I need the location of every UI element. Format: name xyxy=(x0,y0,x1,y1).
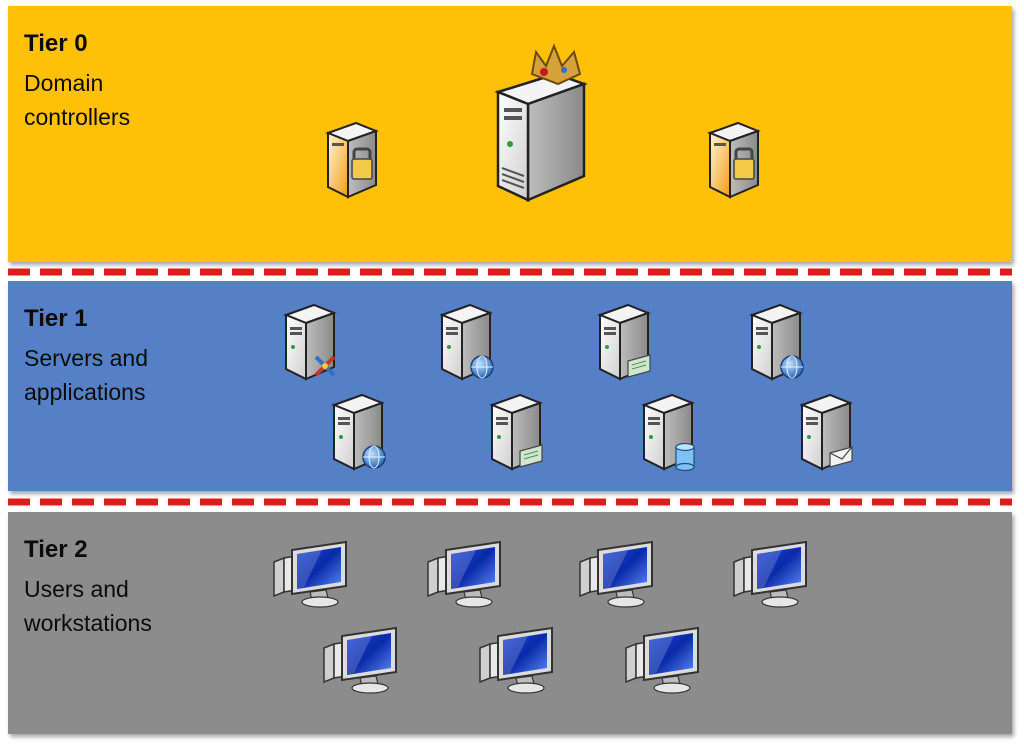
file-server-icon xyxy=(486,391,550,475)
web-server-icon xyxy=(746,301,810,385)
workstation-icon xyxy=(730,540,812,610)
security-boundary-divider xyxy=(8,498,1012,506)
file-server-icon xyxy=(594,301,658,385)
database-server-icon xyxy=(638,391,702,475)
crowned-server-icon xyxy=(488,43,598,204)
app-tools-icon xyxy=(314,355,336,377)
tier-1-title: Tier 1 xyxy=(24,305,88,332)
security-boundary-divider xyxy=(8,268,1012,276)
workstation-icon xyxy=(270,540,352,610)
workstation-icon xyxy=(320,626,402,696)
database-icon xyxy=(675,442,695,472)
tier-0-description-line-2: controllers xyxy=(24,104,131,130)
document-icon xyxy=(627,354,651,378)
tier-2-description: Users and workstations xyxy=(24,572,224,640)
tier-2-panel: Tier 2 Users and workstations xyxy=(8,512,1012,734)
tier-1-description-line-1: Servers and xyxy=(24,345,149,371)
tier-1-description: Servers and applications xyxy=(24,341,224,409)
crown-icon xyxy=(530,43,582,86)
locked-server-icon xyxy=(322,119,382,201)
document-icon xyxy=(519,444,543,468)
tier-2-description-line-2: workstations xyxy=(24,610,152,636)
globe-icon xyxy=(780,355,804,379)
globe-icon xyxy=(362,445,386,469)
tier-0-description: Domain controllers xyxy=(24,66,224,134)
web-server-icon xyxy=(436,301,500,385)
workstation-icon xyxy=(576,540,658,610)
globe-icon xyxy=(470,355,494,379)
locked-server-icon xyxy=(704,119,764,201)
mail-server-icon xyxy=(796,391,860,475)
tier-1-description-line-2: applications xyxy=(24,379,146,405)
web-server-icon xyxy=(328,391,392,475)
application-server-icon xyxy=(280,301,344,385)
workstation-icon xyxy=(622,626,704,696)
tier-2-description-line-1: Users and xyxy=(24,576,129,602)
tier-1-panel: Tier 1 Servers and applications xyxy=(8,281,1012,491)
tier-2-title: Tier 2 xyxy=(24,536,88,563)
tier-0-description-line-1: Domain xyxy=(24,70,104,96)
envelope-icon xyxy=(829,446,853,468)
tier-0-panel: Tier 0 Domain controllers xyxy=(8,6,1012,262)
workstation-icon xyxy=(424,540,506,610)
tier-0-title: Tier 0 xyxy=(24,30,88,57)
workstation-icon xyxy=(476,626,558,696)
